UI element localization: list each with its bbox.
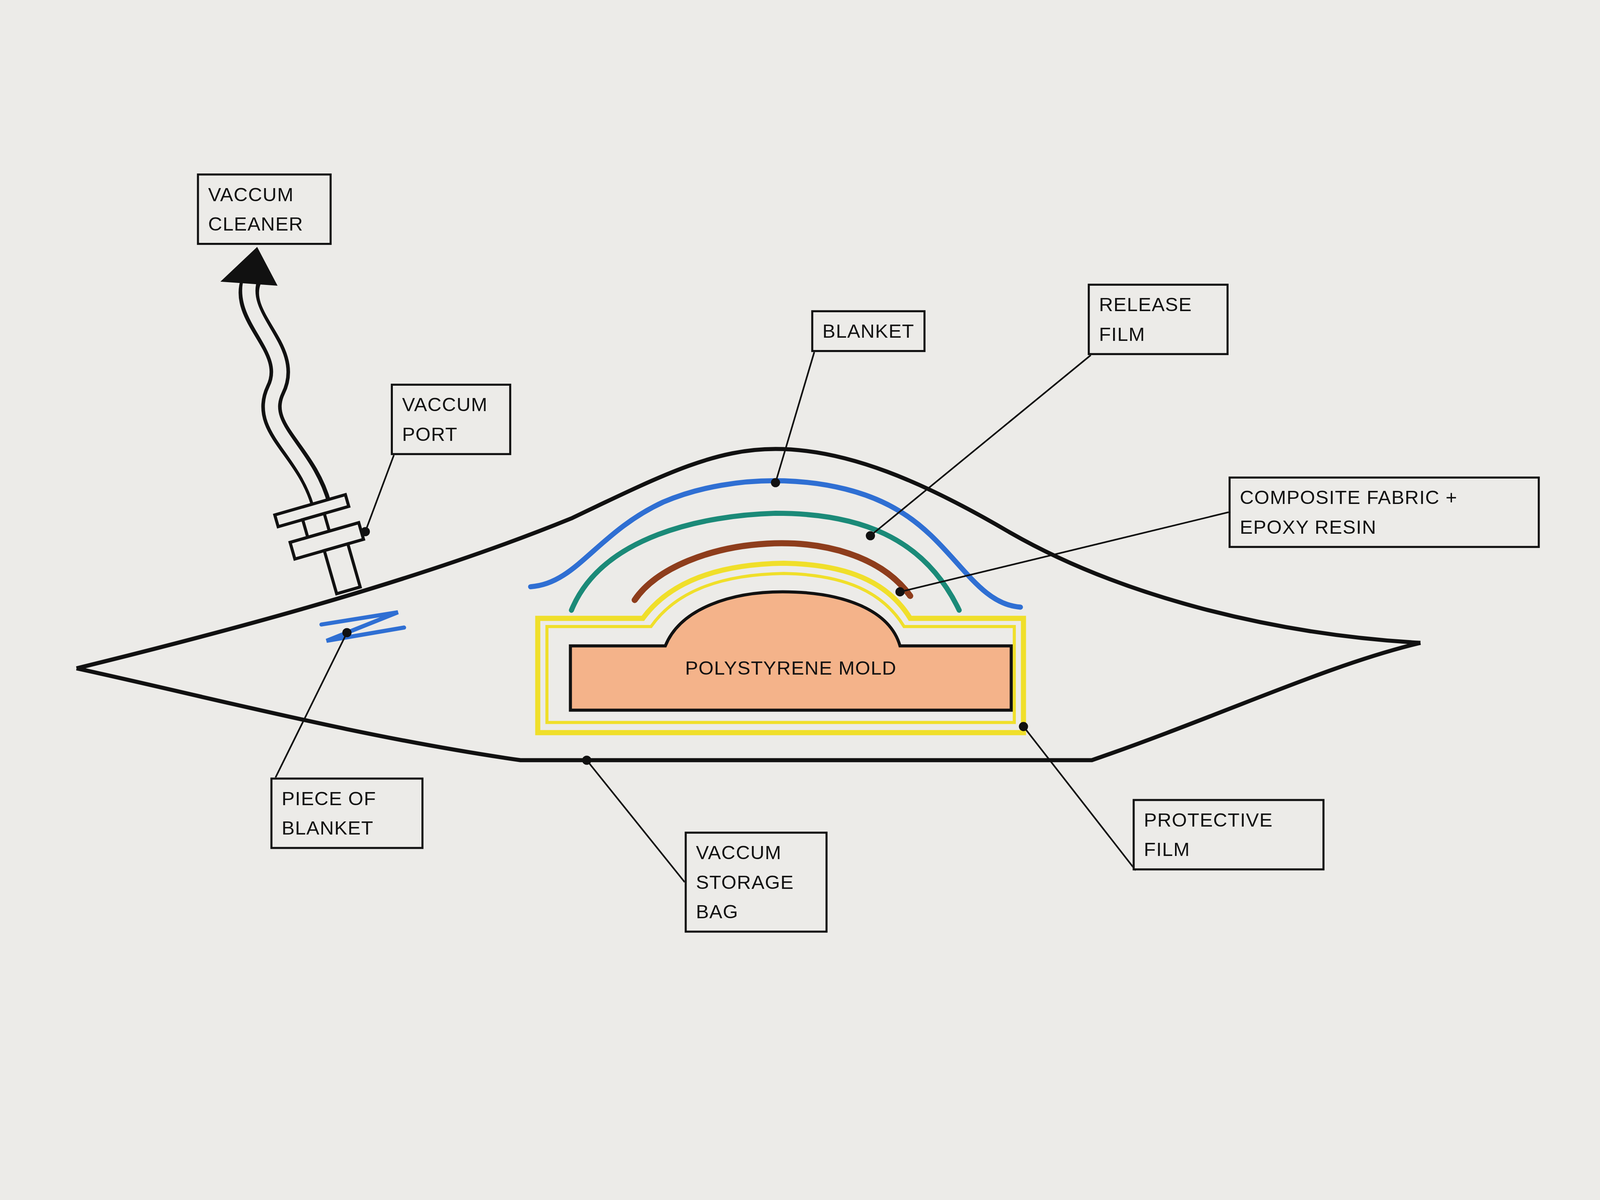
blanket-piece: [321, 612, 404, 641]
protective-film: [546, 573, 1015, 723]
leader-dot: [771, 478, 781, 488]
label-text: VACCUM CLEANER: [208, 179, 321, 239]
label-text: VACCUM PORT: [401, 389, 500, 449]
part-label: RELEASE FILM: [1087, 283, 1229, 356]
breather-blanket: [530, 480, 1021, 608]
part-label: VACCUM PORT: [390, 383, 512, 456]
leader-line: [775, 351, 815, 483]
label-text: PROTECTIVE FILM: [1144, 805, 1314, 865]
leader-line: [870, 355, 1091, 536]
leader-dot: [360, 526, 370, 537]
label-text: BLANKET: [822, 316, 915, 347]
mold-label: POLYSTYRENE MOLD: [568, 653, 1014, 683]
leader-dot: [895, 587, 905, 597]
leader-dot: [865, 530, 875, 541]
mold-outline: [568, 589, 1014, 713]
part-label: COMPOSITE FABRIC + EPOXY RESIN: [1228, 476, 1540, 549]
part-label: VACCUM STORAGE BAG: [684, 831, 828, 933]
mold-outline: [570, 591, 1012, 710]
mold-shape: POLYSTYRENE MOLD: [568, 589, 1014, 713]
leader-line: [365, 455, 395, 532]
leader-dot: [582, 755, 592, 765]
label-text: VACCUM STORAGE BAG: [696, 837, 817, 927]
leader-line: [900, 512, 1229, 593]
part-label: VACCUM CLEANER: [196, 173, 332, 245]
leader-line: [1023, 726, 1136, 871]
label-text: RELEASE FILM: [1098, 289, 1218, 349]
hose-arrowhead: [220, 246, 278, 286]
leader-dot: [1019, 721, 1029, 731]
vacuum-hose: [248, 277, 322, 508]
part-label: PROTECTIVE FILM: [1132, 798, 1325, 871]
label-text: PIECE OF BLANKET: [281, 783, 413, 843]
protective-film: [537, 563, 1024, 733]
part-label: BLANKET: [811, 310, 926, 352]
part-label: PIECE OF BLANKET: [270, 777, 424, 849]
label-text: COMPOSITE FABRIC + EPOXY RESIN: [1239, 482, 1529, 542]
leader-line: [275, 632, 347, 778]
leader-line: [586, 760, 685, 883]
vacuum-port: [274, 493, 376, 605]
leader-dot: [342, 628, 352, 638]
